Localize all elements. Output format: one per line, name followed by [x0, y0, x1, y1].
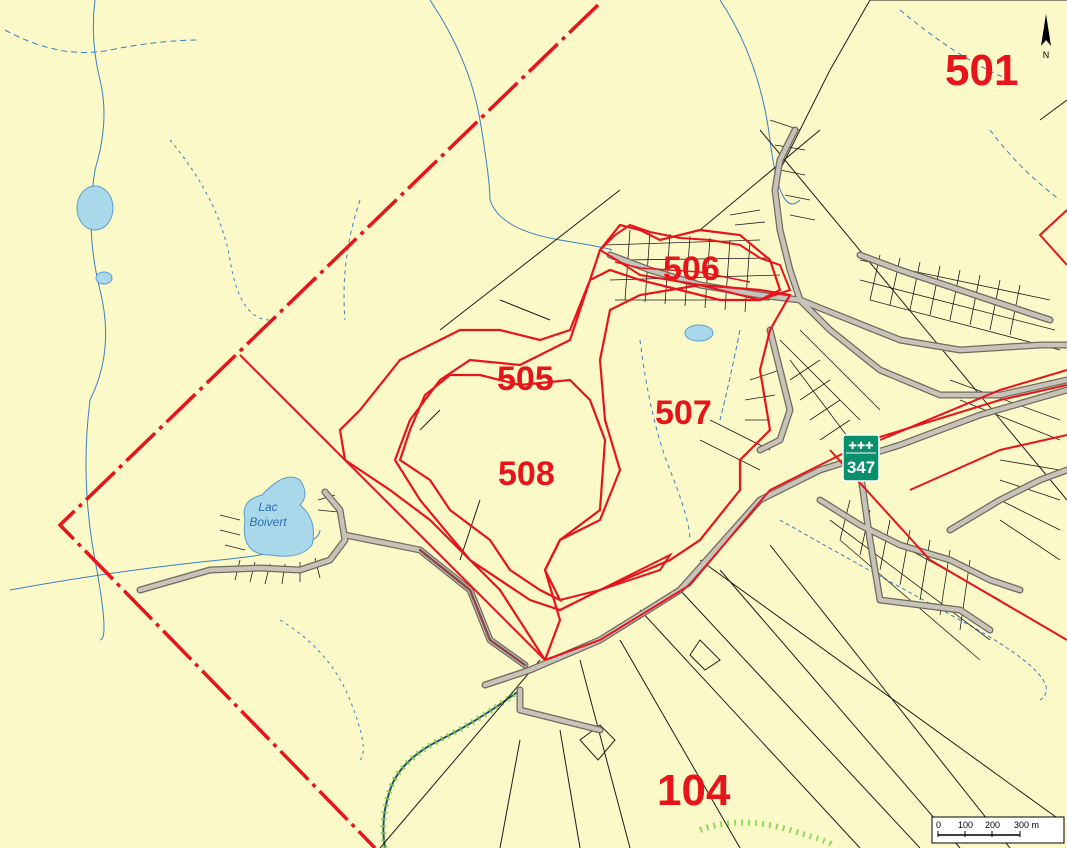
scale-tick-100: 100	[958, 820, 973, 830]
north-arrow-letter: N	[1043, 50, 1050, 60]
pond	[76, 185, 114, 231]
zone-boundary	[239, 354, 546, 661]
zone-label-506: 506	[663, 250, 720, 288]
zone-505-outline	[338, 223, 792, 661]
zone-label-505: 505	[497, 360, 554, 398]
water-bodies	[76, 185, 714, 557]
route-shield[interactable]: ✚✚✚ 347	[842, 434, 880, 482]
stream	[899, 9, 1011, 81]
lake-label-line1: Lac	[258, 500, 277, 514]
zone-label-508: 508	[498, 455, 555, 493]
stream	[429, 0, 612, 251]
roads	[136, 126, 1067, 734]
lot-lines	[379, 0, 1067, 848]
stream	[989, 129, 1061, 201]
scale-tick-300: 300 m	[1014, 820, 1039, 830]
zone-boundary	[1038, 209, 1067, 266]
lake-label-line2: Boivert	[249, 515, 287, 529]
scale-bar: 0 100 200 300 m	[931, 816, 1065, 844]
zone-boundary	[879, 369, 1067, 441]
zone-507-edge	[559, 552, 673, 601]
north-arrow-icon	[1041, 14, 1051, 46]
pond	[95, 271, 113, 285]
zone-506-inner	[614, 261, 751, 283]
north-arrow: N	[1041, 14, 1051, 60]
municipal-boundary	[57, 3, 600, 848]
zone-label-507: 507	[655, 394, 712, 432]
zone-boundary	[829, 449, 1067, 641]
zone-label-501: 501	[945, 46, 1018, 95]
stream	[719, 329, 741, 421]
pond	[684, 324, 714, 342]
zone-boundary	[544, 384, 1067, 661]
lake-label: Lac Boivert	[249, 500, 287, 529]
stream	[169, 139, 271, 321]
scale-tick-200: 200	[985, 820, 1000, 830]
zone-boundaries	[57, 3, 1067, 848]
stream	[779, 519, 1047, 701]
route-shield-number: 347	[847, 458, 875, 477]
stream	[279, 619, 364, 761]
stream	[719, 0, 801, 205]
route-shield-crosses: ✚✚✚	[848, 441, 873, 452]
zone-506-outline	[598, 223, 792, 302]
scale-tick-0: 0	[936, 820, 941, 830]
vegetated-creek	[380, 687, 835, 848]
zone-labels: 501 104 505 506 507 508	[497, 46, 1018, 815]
lake-boivert	[243, 476, 314, 557]
stream	[639, 339, 691, 541]
zone-508-outline	[398, 373, 607, 603]
scale-bar-frame	[931, 816, 1065, 844]
route-shield-background	[842, 434, 880, 482]
zone-boundary	[909, 434, 1067, 491]
zone-label-104: 104	[657, 766, 731, 815]
stream	[4, 29, 201, 53]
